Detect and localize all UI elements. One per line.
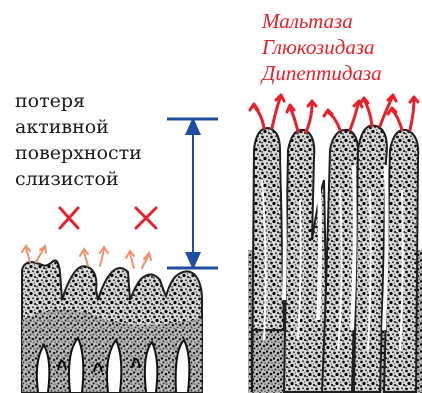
label-line: потеря bbox=[15, 88, 165, 114]
mucosa-loss-label: потеря активной поверхности слизистой bbox=[15, 88, 165, 192]
enzyme-maltase: Мальтаза bbox=[262, 8, 382, 34]
height-bracket bbox=[167, 119, 218, 268]
enzyme-glucosidase: Глюкозидаза bbox=[262, 34, 382, 60]
enzyme-list: Мальтаза Глюкозидаза Дипептидаза bbox=[262, 8, 382, 86]
label-line: поверхности bbox=[15, 140, 165, 166]
normal-villi bbox=[248, 126, 422, 393]
cross-mark-icon bbox=[60, 208, 156, 228]
atrophic-mucosa bbox=[22, 260, 202, 392]
enzyme-dipeptidase: Дипептидаза bbox=[262, 60, 382, 86]
enzyme-activity-arrows bbox=[250, 95, 418, 132]
label-line: слизистой bbox=[15, 166, 165, 192]
label-line: активной bbox=[15, 114, 165, 140]
